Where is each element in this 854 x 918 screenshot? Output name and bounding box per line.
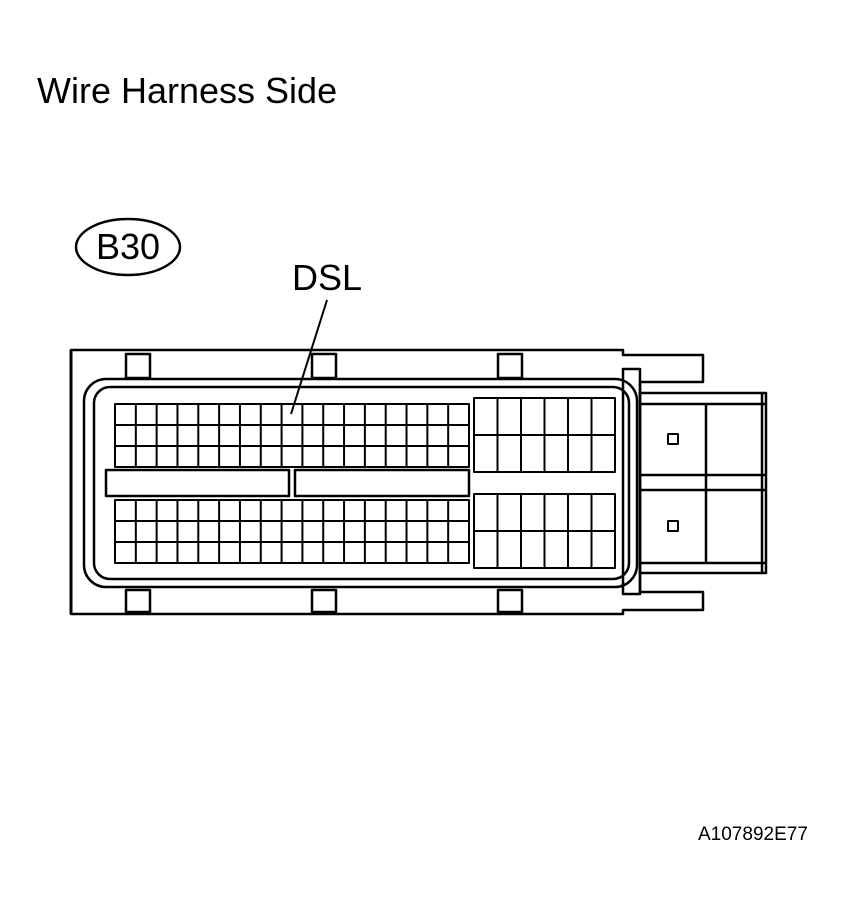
connector-code-badge — [74, 217, 182, 277]
terminal-block-lower-left — [114, 499, 470, 564]
terminal-block-upper-right — [473, 397, 616, 473]
connector-lock — [638, 391, 768, 575]
terminal-leader-line — [290, 299, 328, 415]
page-title: Wire Harness Side — [37, 70, 338, 111]
terminal-block-upper-left — [114, 403, 470, 468]
terminal-block-lower-right — [473, 493, 616, 569]
terminal-label: DSL — [292, 257, 362, 298]
connector-body — [69, 348, 705, 616]
figure-id: A107892E77 — [698, 824, 808, 845]
terminal-grid — [114, 397, 616, 569]
connector-code-label: B30 — [96, 226, 160, 267]
